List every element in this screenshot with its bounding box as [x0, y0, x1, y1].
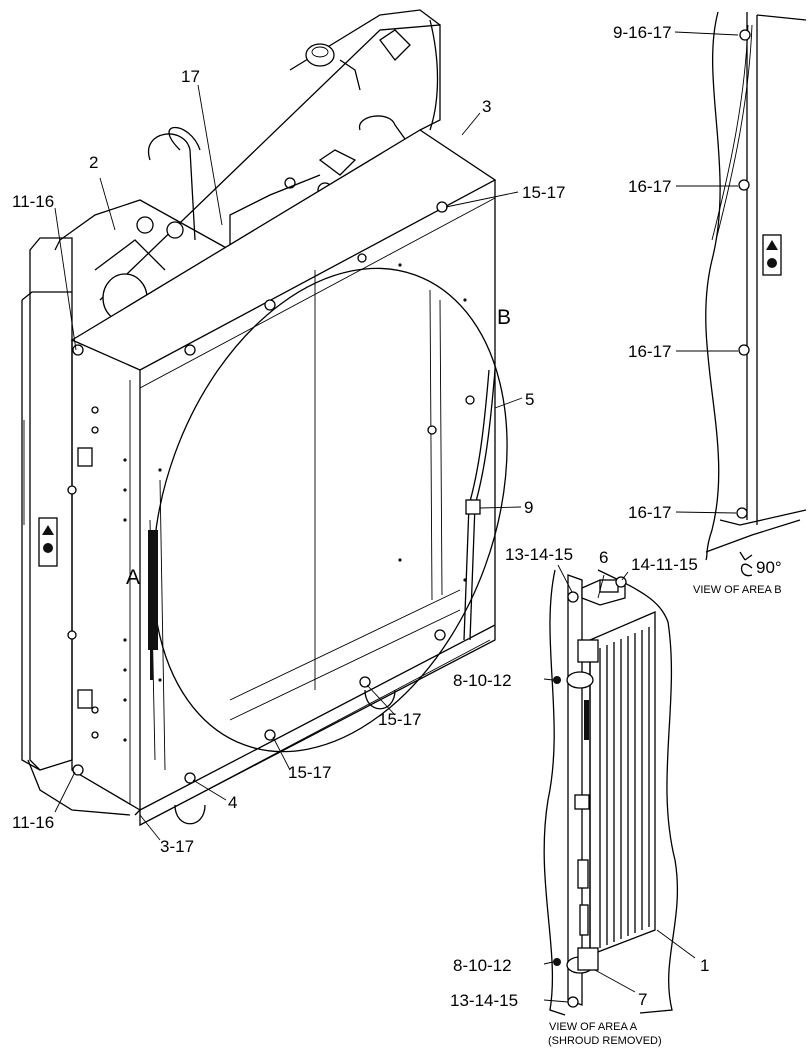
callout-17: 17 [181, 67, 200, 86]
caption-view-of-area-b: VIEW OF AREA B [693, 584, 782, 596]
view-captions: 90° VIEW OF AREA B VIEW OF AREA A (SHROU… [548, 558, 782, 1047]
view-of-area-a [543, 564, 696, 1016]
callout-4: 4 [228, 793, 237, 812]
caption-shroud-removed: (SHROUD REMOVED) [548, 1035, 662, 1047]
callout-9: 9 [524, 498, 533, 517]
callout-6: 6 [599, 548, 608, 567]
rotation-label: 90° [756, 558, 782, 577]
main-leader-lines [54, 84, 523, 841]
callout-15-17-top: 15-17 [522, 183, 565, 202]
callout-13-14-15-bottom: 13-14-15 [450, 991, 518, 1010]
callout-9-16-17: 9-16-17 [613, 23, 672, 42]
callout-13-14-15-top: 13-14-15 [505, 545, 573, 564]
callout-1: 1 [700, 956, 709, 975]
callout-11-16-bottom: 11-16 [12, 813, 54, 832]
caption-view-of-area-a: VIEW OF AREA A [549, 1021, 638, 1033]
view-of-area-b [674, 11, 807, 577]
callout-7: 7 [638, 990, 647, 1009]
callout-3-17: 3-17 [160, 837, 194, 856]
callout-8-10-12-bottom: 8-10-12 [453, 956, 512, 975]
callout-11-16-top: 11-16 [12, 192, 54, 211]
area-label-b: B [497, 306, 511, 329]
callout-16-17-middle: 16-17 [628, 342, 671, 361]
cooler-fins [599, 627, 650, 948]
callout-3: 3 [482, 97, 491, 116]
callout-2: 2 [89, 153, 98, 172]
callout-labels: 9-16-17 16-17 16-17 16-17 17 3 2 11-16 1… [12, 23, 709, 1010]
callout-15-17-low: 15-17 [288, 763, 331, 782]
fan-shroud [67, 129, 508, 827]
area-label-a: A [126, 566, 140, 589]
callout-14-11-15: 14-11-15 [631, 555, 698, 574]
callout-8-10-12-top: 8-10-12 [453, 671, 512, 690]
main-assembly-view [21, 9, 523, 841]
callout-5: 5 [525, 390, 534, 409]
callout-16-17-upper: 16-17 [628, 177, 671, 196]
callout-16-17-lower: 16-17 [628, 503, 671, 522]
callout-15-17-mid: 15-17 [378, 710, 421, 729]
